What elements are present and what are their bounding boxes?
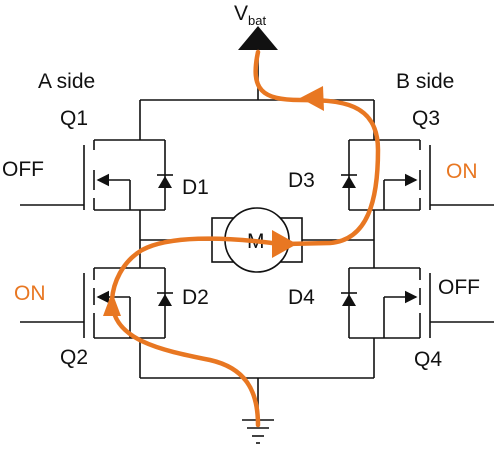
d4-label: D4 [288, 286, 315, 309]
q4-label: Q4 [414, 348, 442, 371]
q2-label: Q2 [60, 346, 88, 369]
q1-state: OFF [2, 158, 44, 181]
current-arrow-q2 [103, 292, 121, 316]
q4-state: OFF [438, 276, 480, 299]
vbat-label: Vbat [234, 2, 266, 28]
current-path [103, 49, 381, 428]
d2-diode [140, 267, 173, 339]
d1-diode [140, 139, 173, 211]
side-b-label: B side [396, 70, 454, 93]
q4-mosfet [374, 267, 494, 339]
current-arrow-top [300, 86, 324, 111]
q3-label: Q3 [412, 107, 440, 130]
q1-label: Q1 [60, 107, 88, 130]
d1-label: D1 [182, 176, 209, 199]
d3-diode [341, 139, 374, 211]
d4-diode [341, 267, 374, 339]
side-a-label: A side [38, 70, 95, 93]
d3-label: D3 [288, 169, 315, 192]
current-arrow-motor [272, 230, 297, 258]
q3-mosfet [374, 139, 494, 211]
q2-mosfet [20, 267, 140, 339]
q3-state: ON [446, 160, 478, 183]
q1-mosfet [20, 139, 140, 211]
d2-label: D2 [182, 286, 209, 309]
q2-state: ON [14, 282, 46, 305]
